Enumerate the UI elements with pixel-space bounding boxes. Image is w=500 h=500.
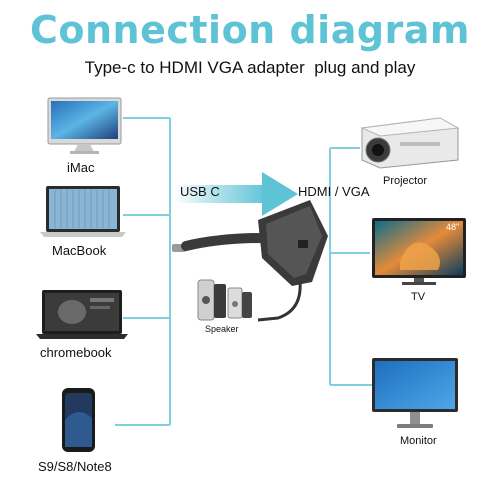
signal-arrow — [175, 172, 298, 216]
page-title: Connection diagram — [29, 8, 471, 52]
page-subtitle: Type-c to HDMI VGA adapter plug and play — [84, 58, 416, 77]
tv-screen-size-badge: 48" — [446, 222, 460, 232]
audio-label-speaker: Speaker — [205, 324, 239, 334]
adapter-hub-icon — [172, 200, 328, 322]
projector-icon — [360, 117, 460, 169]
source-label-phone: S9/S8/Note8 — [38, 459, 112, 474]
source-label-chromebook: chromebook — [40, 345, 112, 360]
imac-icon — [47, 97, 122, 154]
speaker-icon — [197, 279, 252, 321]
source-label-imac: iMac — [67, 160, 95, 175]
smartphone-icon — [62, 388, 95, 452]
tv-icon — [372, 218, 466, 285]
usb-c-label: USB C — [180, 184, 220, 199]
chromebook-icon — [36, 290, 128, 339]
output-label-tv: TV — [411, 291, 426, 303]
source-connection-lines — [115, 117, 171, 426]
macbook-icon — [40, 186, 126, 237]
monitor-icon — [372, 358, 458, 428]
output-label-projector: Projector — [383, 175, 428, 187]
output-label-monitor: Monitor — [400, 435, 437, 447]
output-connection-lines — [329, 147, 372, 386]
hdmi-vga-label: HDMI / VGA — [298, 184, 370, 199]
source-label-macbook: MacBook — [52, 243, 107, 258]
